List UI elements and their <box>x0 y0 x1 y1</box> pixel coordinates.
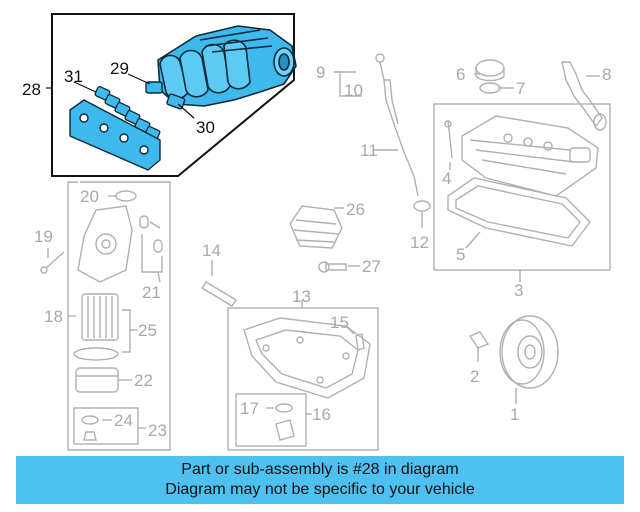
callout-16: 16 <box>312 405 331 424</box>
dipstick-group[interactable] <box>334 53 431 228</box>
group-18-bracket <box>67 181 171 451</box>
crank-pulley[interactable] <box>501 315 559 389</box>
bolt-19[interactable] <box>45 251 65 269</box>
callout-6: 6 <box>456 65 465 84</box>
callout-12: 12 <box>410 233 429 252</box>
oil-pan-group[interactable] <box>227 300 379 451</box>
gasket-29[interactable] <box>145 81 163 94</box>
gasket-20[interactable] <box>115 190 137 202</box>
oil-pan[interactable] <box>243 317 371 399</box>
callout-20: 20 <box>80 187 99 206</box>
seal-12[interactable] <box>413 200 431 212</box>
valve-cover[interactable] <box>461 115 599 197</box>
tube-14-group[interactable] <box>201 260 237 307</box>
group-28-outline <box>51 13 295 177</box>
callout-4: 4 <box>442 169 451 188</box>
group-16-box <box>235 393 307 447</box>
callout-30: 30 <box>196 118 215 137</box>
callout-8: 8 <box>602 65 611 84</box>
bolt-27[interactable] <box>325 263 347 271</box>
callout-27: 27 <box>362 257 381 276</box>
banner-line-2: Diagram may not be specific to your vehi… <box>165 481 475 498</box>
valve-cover-group[interactable] <box>433 103 611 282</box>
oil-cap-group[interactable] <box>474 59 514 94</box>
callout-5: 5 <box>456 245 465 264</box>
callout-10: 10 <box>344 81 363 100</box>
callout-26: 26 <box>346 200 365 219</box>
parts-diagram: 28 31 29 30 20 19 21 18 25 22 24 23 9 10… <box>22 13 611 451</box>
callout-18: 18 <box>44 307 63 326</box>
drain-plug-16[interactable] <box>275 419 295 441</box>
callout-2: 2 <box>470 367 479 386</box>
callout-24: 24 <box>114 411 133 430</box>
callout-7: 7 <box>516 79 525 98</box>
gasket-30[interactable] <box>166 93 186 110</box>
oil-cooler[interactable] <box>289 205 343 249</box>
bolt-2[interactable] <box>468 331 490 349</box>
callout-29: 29 <box>110 59 129 78</box>
callout-1: 1 <box>510 405 519 424</box>
drain-plug[interactable] <box>83 431 97 441</box>
seal-21-bracket <box>141 234 163 273</box>
cap-seal-7[interactable] <box>479 82 501 94</box>
callout-28: 28 <box>22 80 41 99</box>
filter-element[interactable] <box>81 293 119 341</box>
intake-manifold[interactable] <box>157 25 297 107</box>
callout-17: 17 <box>240 399 259 418</box>
group-28-leaders <box>46 73 195 119</box>
group-23-box <box>73 407 139 445</box>
filter-cap-22[interactable] <box>75 367 119 393</box>
callout-21: 21 <box>142 283 161 302</box>
callout-13: 13 <box>292 287 311 306</box>
callout-11: 11 <box>360 141 378 160</box>
callout-3: 3 <box>514 281 523 300</box>
callout-labels: 28 31 29 30 20 19 21 18 25 22 24 23 9 10… <box>22 59 611 440</box>
group-3-box <box>433 103 611 271</box>
group-13-box <box>227 307 379 451</box>
seal-24[interactable] <box>81 415 99 425</box>
seal-21b[interactable] <box>153 239 163 253</box>
o-ring[interactable] <box>73 347 119 361</box>
group-25-bracket <box>122 309 131 353</box>
breather-hose-group[interactable] <box>561 61 607 131</box>
seal-17[interactable] <box>275 403 293 413</box>
callout-22: 22 <box>134 371 153 390</box>
seal-21a[interactable] <box>139 215 149 229</box>
crank-pulley-group[interactable] <box>468 315 559 404</box>
oil-filter-housing[interactable] <box>77 205 133 283</box>
callout-23: 23 <box>148 421 167 440</box>
dipstick[interactable] <box>379 61 419 197</box>
callout-25: 25 <box>138 321 157 340</box>
callout-14: 14 <box>202 241 221 260</box>
lower-gasket-plate[interactable] <box>69 99 161 171</box>
info-banner: Part or sub-assembly is #28 in diagram D… <box>16 456 624 504</box>
intake-manifold-group[interactable] <box>51 13 297 177</box>
callout-19: 19 <box>34 227 53 246</box>
callout-9: 9 <box>316 63 325 82</box>
banner-line-1: Part or sub-assembly is #28 in diagram <box>181 461 459 478</box>
tube-14[interactable] <box>201 281 237 307</box>
callout-15: 15 <box>330 313 349 332</box>
callout-31: 31 <box>64 67 83 86</box>
oil-cap[interactable] <box>475 59 505 77</box>
valve-cover-gasket[interactable] <box>447 177 591 247</box>
breather-hose[interactable] <box>561 61 603 128</box>
oil-filter-housing-group[interactable] <box>40 181 171 451</box>
oil-cooler-group[interactable] <box>289 205 360 273</box>
